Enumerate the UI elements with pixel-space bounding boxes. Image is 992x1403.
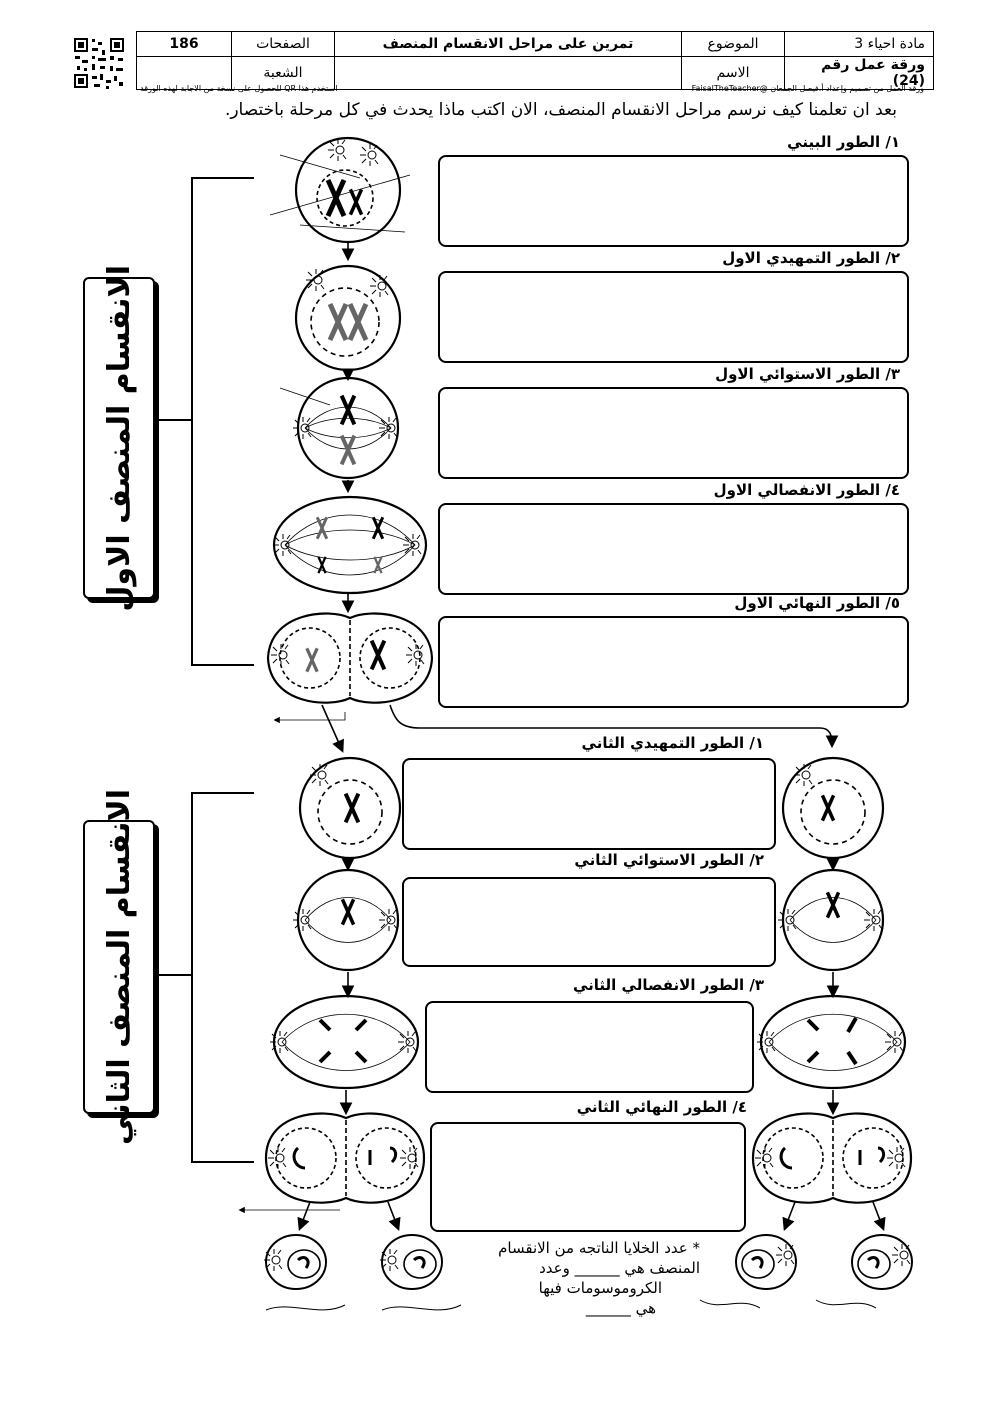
answer-box-metaphase2[interactable] xyxy=(402,877,776,967)
qr-note: استخدم هذا QR للحصول على نسخة من الاجابة… xyxy=(140,84,338,93)
meiosis1-title-box: الانقسام المنصف الاول xyxy=(83,265,155,611)
anaphase2-left-cell xyxy=(269,994,420,1090)
metaphase2-right-cell xyxy=(777,868,885,972)
gamete-3 xyxy=(699,1234,797,1309)
stage-label-prophase1: ٢/ الطور التمهيدي الاول xyxy=(722,249,900,267)
stage-label-anaphase2: ٣/ الطور الانفصالي الثاني xyxy=(572,976,764,994)
answer-box-interphase[interactable] xyxy=(438,155,909,247)
pages-value: 186 xyxy=(136,31,232,57)
answer-box-telophase1[interactable] xyxy=(438,616,909,708)
worksheet-number: ورقة عمل رقم (24) xyxy=(784,56,934,90)
question-line-4: هي ______ xyxy=(585,1299,656,1317)
qr-code xyxy=(72,36,126,90)
answer-box-prophase2[interactable] xyxy=(402,758,776,850)
stage-label-prophase2: ١/ الطور التمهيدي الثاني xyxy=(581,734,764,752)
prophase2-right-cell xyxy=(781,756,885,860)
section-label: الشعبة xyxy=(231,56,335,90)
gamete-2 xyxy=(379,1234,462,1311)
topic-label: الموضوع xyxy=(681,31,785,57)
answer-box-telophase2[interactable] xyxy=(430,1122,746,1232)
credit-text: ورقة العمل من تصميم وإعداد أ.فيصل الجمعا… xyxy=(691,84,924,93)
answer-box-anaphase2[interactable] xyxy=(425,1001,754,1093)
answer-box-prophase1[interactable] xyxy=(438,271,909,363)
stage-label-interphase: ١/ الطور البيني xyxy=(787,133,900,151)
telophase2-left-cell xyxy=(264,1112,426,1204)
subject-cell: مادة احياء 3 xyxy=(784,31,934,57)
answer-box-anaphase1[interactable] xyxy=(438,503,909,595)
answer-box-metaphase1[interactable] xyxy=(438,387,909,479)
header-table: مادة احياء 3 الموضوع تمرين على مراحل الا… xyxy=(136,31,934,90)
stage-label-metaphase2: ٢/ الطور الاستوائي الثاني xyxy=(574,851,764,869)
intro-text: بعد ان تعلمنا كيف نرسم مراحل الانقسام ال… xyxy=(224,100,897,120)
interphase-cell xyxy=(269,136,411,244)
metaphase1-cell xyxy=(279,376,400,480)
meiosis2-title-box: الانقسام المنصف الثاني xyxy=(83,789,155,1145)
metaphase2-left-cell xyxy=(292,868,400,972)
prophase2-left-cell xyxy=(298,756,402,860)
question-line-3: الكروموسومات فيها xyxy=(538,1279,662,1297)
section-field[interactable] xyxy=(136,56,232,90)
meiosis1-title: الانقسام المنصف الاول xyxy=(101,264,137,612)
stage-label-telophase2: ٤/ الطور النهائي الثاني xyxy=(576,1098,747,1116)
question-line-1: * عدد الخلايا الناتجه من الانقسام xyxy=(498,1239,700,1257)
topic-value: تمرين على مراحل الانقسام المنصف xyxy=(334,31,682,57)
name-label: الاسم xyxy=(681,56,785,90)
telophase1-cell xyxy=(266,612,434,704)
gamete-4 xyxy=(815,1234,913,1309)
meiosis2-title: الانقسام المنصف الثاني xyxy=(101,789,137,1146)
name-field[interactable] xyxy=(334,56,682,90)
anaphase1-cell xyxy=(272,495,428,595)
telophase2-right-cell xyxy=(751,1112,913,1204)
gamete-1 xyxy=(263,1234,346,1311)
stage-label-metaphase1: ٣/ الطور الاستوائي الاول xyxy=(715,365,900,383)
anaphase2-right-cell xyxy=(756,994,907,1090)
stage-label-anaphase1: ٤/ الطور الانفصالي الاول xyxy=(713,481,900,499)
question-line-2: المنصف هي ______ وعدد xyxy=(539,1259,700,1277)
stage-label-telophase1: ٥/ الطور النهائي الاول xyxy=(734,594,900,612)
pages-label: الصفحات xyxy=(231,31,335,57)
prophase1-cell xyxy=(294,264,402,372)
